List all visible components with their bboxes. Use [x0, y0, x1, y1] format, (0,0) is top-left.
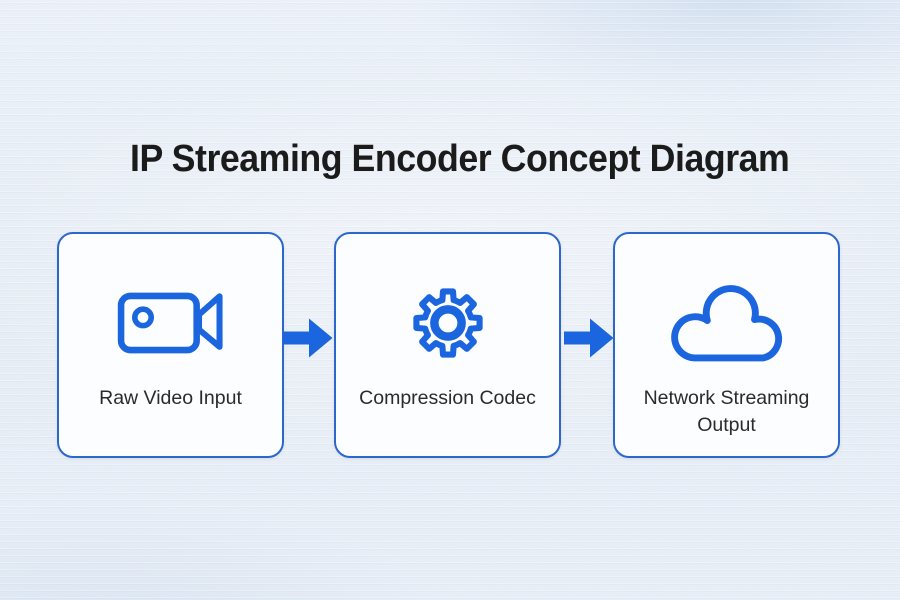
video-camera-icon: [117, 292, 223, 354]
gear-icon: [412, 288, 483, 358]
node-label: Network Streaming Output: [643, 387, 810, 436]
cloud-icon: [670, 284, 782, 361]
flow-arrow-2: [564, 318, 614, 358]
node-label: Compression Codec: [359, 387, 536, 409]
node-network-streaming-output: Network Streaming Output: [613, 232, 840, 458]
node-label: Raw Video Input: [99, 387, 242, 409]
node-icon-area: [115, 278, 227, 368]
diagram-title-text: IP Streaming Encoder Concept Diagram: [130, 138, 790, 180]
arrow-right-icon: [283, 318, 333, 358]
node-raw-video-input: Raw Video Input: [57, 232, 284, 458]
flow-arrow-1: [283, 318, 333, 358]
arrow-right-icon: [564, 318, 614, 358]
node-compression-codec: Compression Codec: [334, 232, 561, 458]
node-icon-area: [668, 278, 786, 368]
node-icon-area: [401, 278, 495, 368]
diagram-title: IP Streaming Encoder Concept Diagram: [0, 139, 900, 179]
